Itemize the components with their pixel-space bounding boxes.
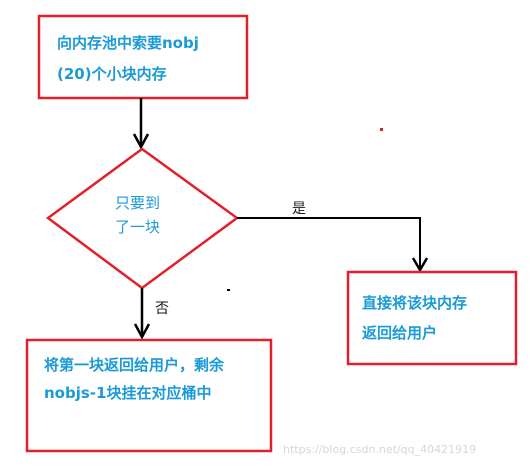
arrowhead-yes-branch (411, 257, 429, 273)
request-memory-text-line-2: (20)个小块内存 (57, 65, 167, 83)
return-to-user-box (346, 270, 518, 366)
arrowhead-request-to-decision (132, 133, 150, 150)
no-label: 否 (155, 301, 169, 317)
decision-text-line-2: 了一块 (115, 218, 160, 236)
arrow-yes-branch (237, 217, 421, 270)
decision-text-line-1: 只要到 (115, 194, 160, 212)
stray-black-dot (227, 289, 230, 291)
hang-in-bucket-box (25, 338, 273, 453)
watermark: https://blog.csdn.net/qq_40421919 (283, 443, 477, 456)
arrowhead-no-branch (133, 323, 151, 340)
return-to-user-text-line-2: 返回给用户 (362, 324, 437, 342)
return-to-user-text-line-1: 直接将该块内存 (362, 294, 467, 312)
request-memory-text-line-1: 向内存池中索要nobj (57, 34, 199, 52)
hang-in-bucket-text-line-1: 将第一块返回给用户，剩余 (44, 356, 225, 374)
yes-label: 是 (292, 201, 306, 217)
stray-red-dot (380, 128, 383, 131)
request-memory-box (37, 14, 249, 100)
hang-in-bucket-text-line-2: nobjs-1块挂在对应桶中 (44, 384, 211, 402)
